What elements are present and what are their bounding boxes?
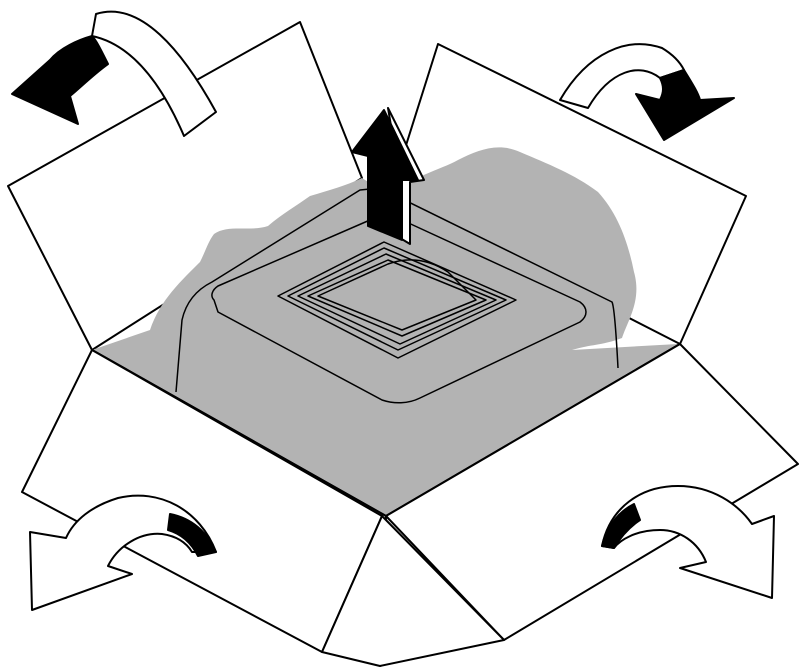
- open-flap-arrow-icon-back-left: [12, 12, 216, 136]
